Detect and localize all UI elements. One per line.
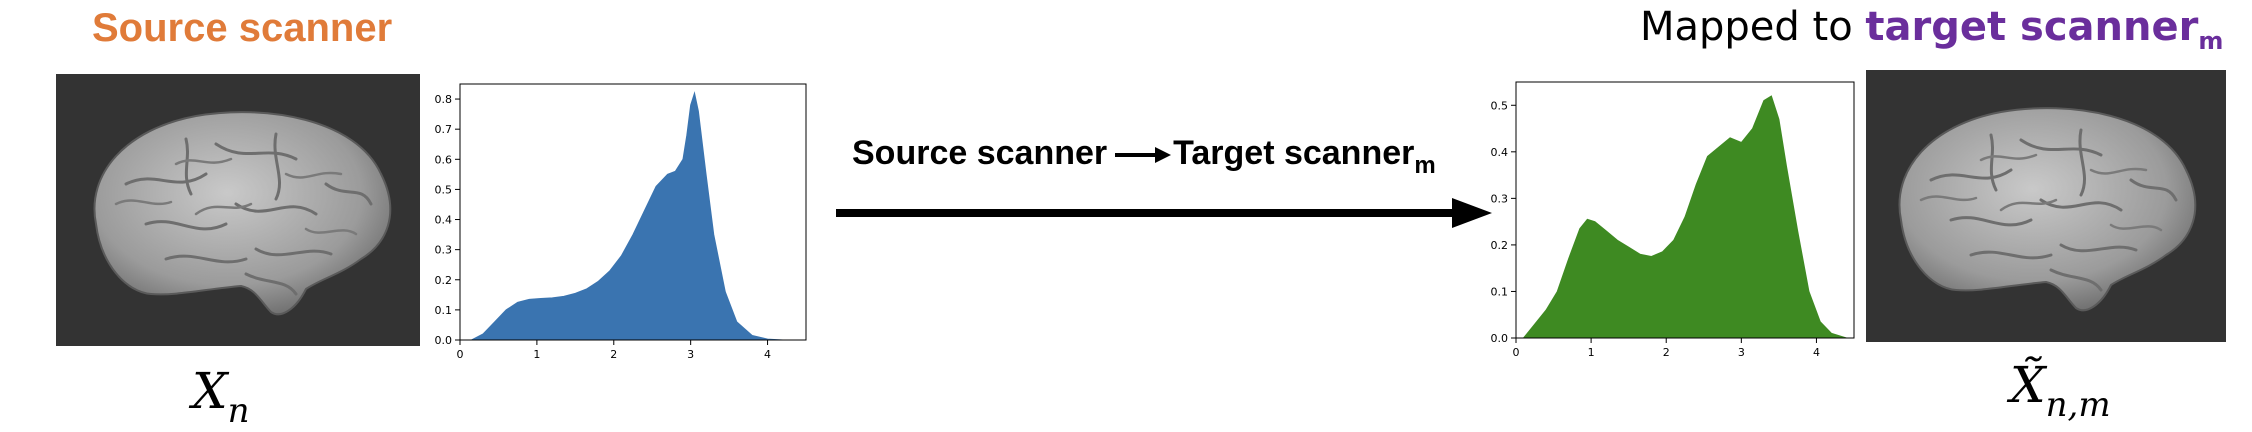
mapping-to-label: Target scanner	[1173, 134, 1415, 172]
target-title-subscript: m	[2198, 27, 2224, 55]
source-y-tick-label: 0.3	[435, 244, 453, 257]
source-x-tick-label: 2	[610, 348, 617, 361]
source-x-tick-label: 3	[687, 348, 694, 361]
brain-render-icon	[93, 111, 392, 316]
mapped-y-tick-label: 0.0	[1491, 332, 1509, 345]
mapped-y-tick-label: 0.1	[1491, 285, 1509, 298]
source-y-tick-label: 0.8	[435, 93, 453, 106]
mapped-histogram-area	[1522, 95, 1847, 339]
source-symbol-subscript: n	[227, 391, 250, 431]
source-x-tick-label: 0	[457, 348, 464, 361]
mapped-x-tick-label: 0	[1513, 346, 1520, 359]
brain-render-icon	[1898, 107, 2197, 312]
mapping-label: Source scanner Target scannerm	[852, 134, 1436, 180]
target-symbol: X̃n,m	[2010, 356, 2111, 425]
mapped-x-tick-label: 3	[1738, 346, 1745, 359]
main-right-arrow-icon	[836, 198, 1492, 228]
source-y-tick-label: 0.0	[435, 334, 453, 347]
target-scanner-title: Mapped to target scannerm	[1640, 4, 2223, 55]
target-title-emphasis-text: target scanner	[1865, 4, 2199, 50]
target-title-emphasis: target scannerm	[1865, 4, 2223, 55]
mapped-histogram-chart: 0 1 2 3 4 0.0 0.1 0.2 0.3 0.4 0.5	[1491, 81, 1855, 359]
mapped-x-tick-label: 2	[1663, 346, 1670, 359]
source-y-tick-label: 0.6	[435, 153, 453, 166]
mapped-y-tick-label: 0.5	[1491, 99, 1509, 112]
source-symbol-base: X	[192, 362, 228, 420]
source-scanner-title: Source scanner	[92, 6, 393, 50]
small-right-arrow-icon	[1115, 147, 1172, 164]
target-symbol-subscript: n,m	[2045, 385, 2111, 425]
target-symbol-base: X̃	[2010, 356, 2046, 414]
source-plot-frame	[459, 83, 807, 341]
mapped-y-tick-label: 0.4	[1491, 146, 1509, 159]
mapped-x-tick-label: 4	[1813, 346, 1820, 359]
mapping-to-subscript: m	[1414, 152, 1436, 179]
source-x-tick-label: 1	[533, 348, 540, 361]
source-y-tick-label: 0.1	[435, 304, 453, 317]
source-histogram-area	[471, 91, 783, 341]
target-brain-image	[1866, 70, 2226, 342]
mapped-y-tick-label: 0.3	[1491, 192, 1509, 205]
mapping-from-label: Source scanner	[852, 134, 1108, 172]
source-brain-image	[56, 74, 420, 346]
source-symbol: Xn	[192, 362, 250, 431]
source-y-tick-label: 0.2	[435, 274, 453, 287]
source-y-tick-label: 0.7	[435, 123, 453, 136]
source-histogram-chart: 0 1 2 3 4 0.0 0.1 0.2 0.3 0.4 0.5 0.6 0.7 0.8	[435, 83, 807, 361]
mapped-y-tick-label: 0.2	[1491, 239, 1509, 252]
mapped-plot-frame	[1515, 81, 1855, 339]
source-y-tick-label: 0.4	[435, 214, 453, 227]
source-x-tick-label: 4	[764, 348, 771, 361]
mapped-x-tick-label: 1	[1588, 346, 1595, 359]
source-y-tick-label: 0.5	[435, 183, 453, 196]
target-title-prefix: Mapped to	[1640, 4, 1866, 50]
